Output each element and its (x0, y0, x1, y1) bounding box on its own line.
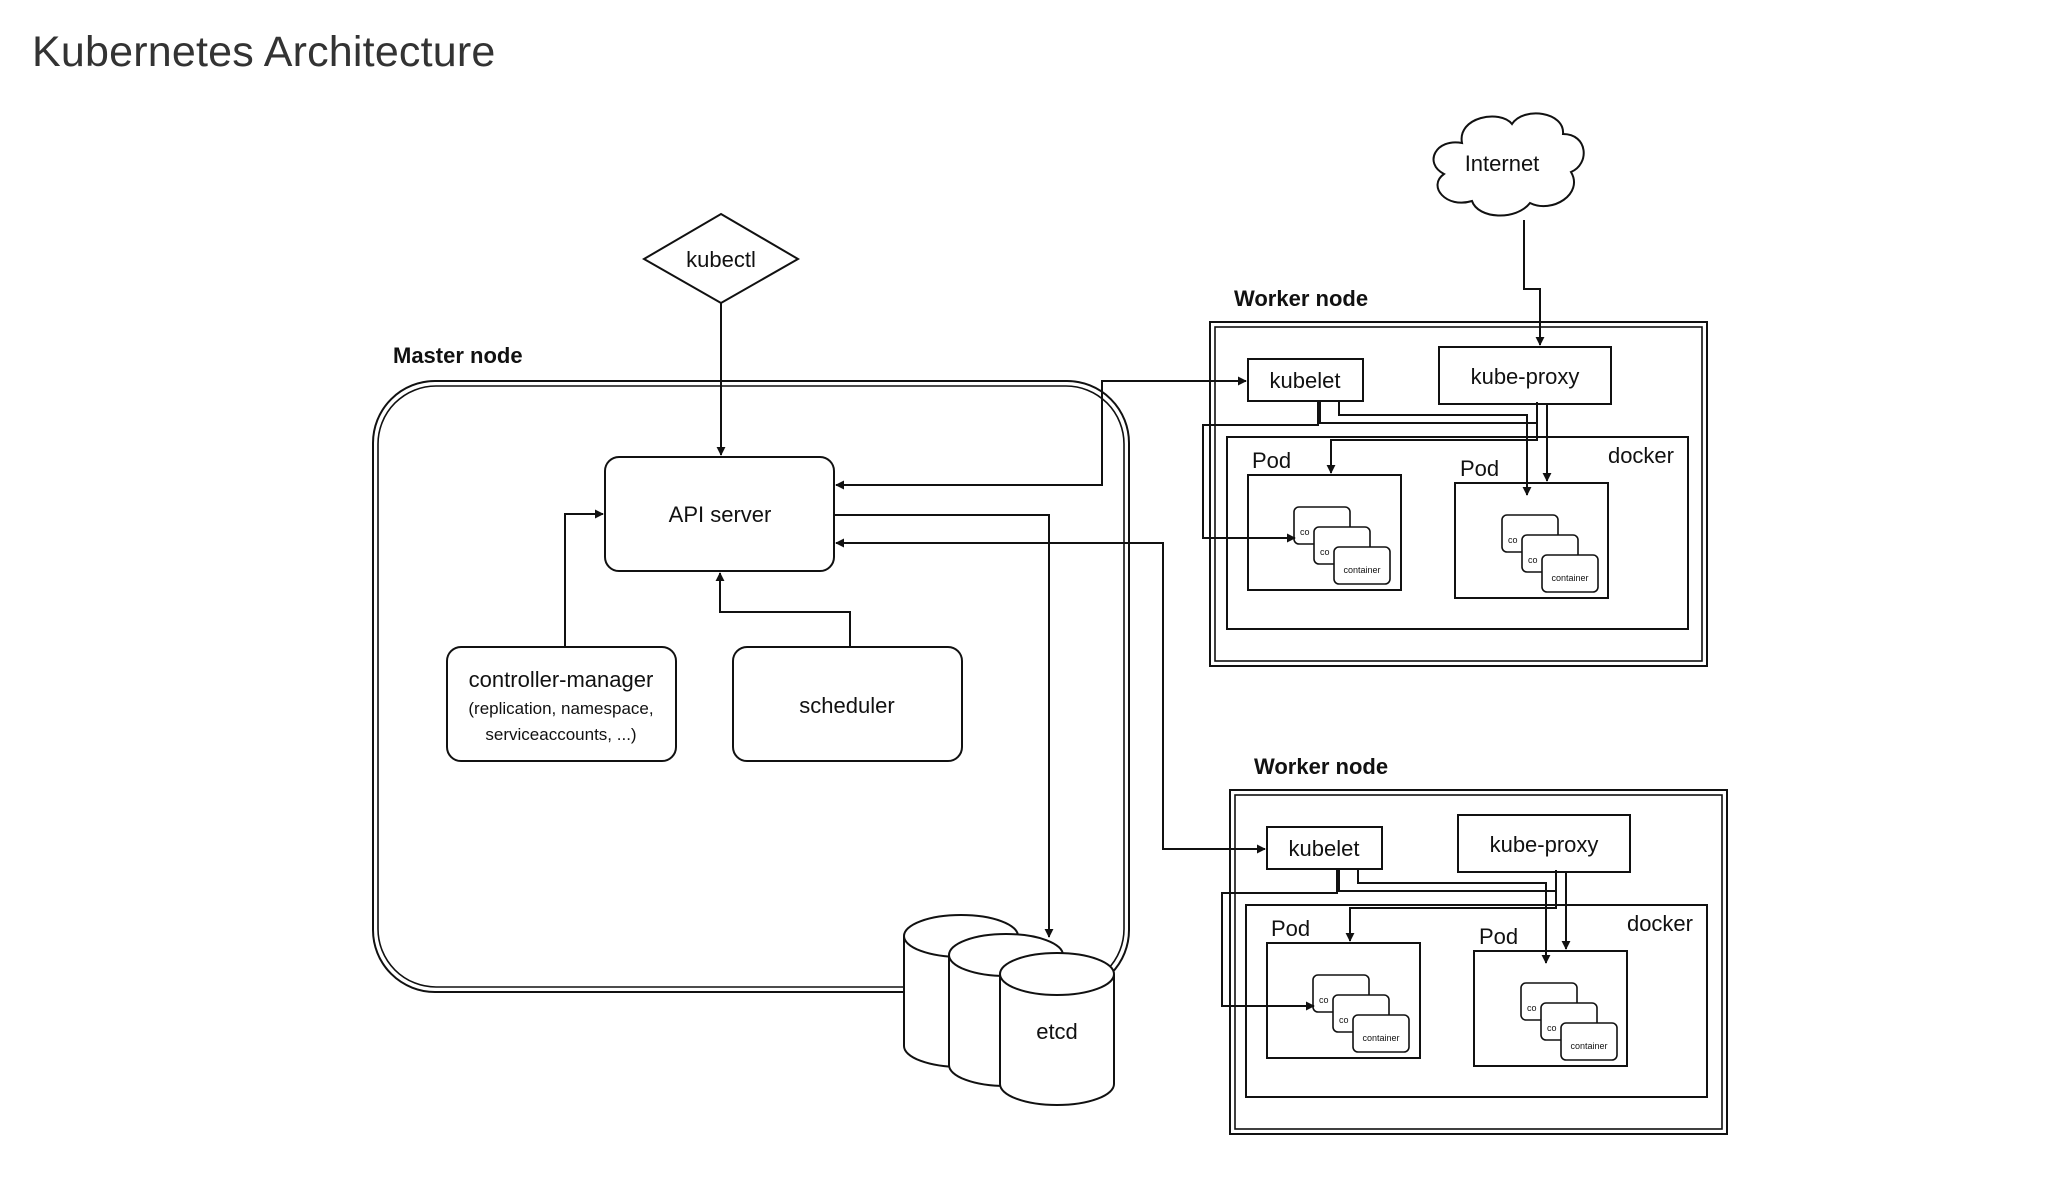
svg-text:container: container (1570, 1041, 1607, 1051)
worker-node-label: Worker node (1254, 754, 1388, 779)
svg-text:co: co (1527, 1003, 1537, 1013)
pod-label: Pod (1271, 916, 1310, 941)
pod-label: Pod (1460, 456, 1499, 481)
svg-text:co: co (1319, 995, 1329, 1005)
kubelet-label: kubelet (1289, 836, 1360, 861)
svg-text:co: co (1508, 535, 1518, 545)
docker-label: docker (1627, 911, 1693, 936)
edge-api-kubelet-2 (835, 538, 1266, 854)
internet-cloud: Internet (1432, 112, 1585, 217)
api-server: API server (604, 456, 835, 572)
api-server-label: API server (669, 502, 772, 527)
controller-manager-subtitle-2: serviceaccounts, ...) (485, 725, 636, 744)
svg-text:co: co (1339, 1015, 1349, 1025)
kube-proxy-label: kube-proxy (1471, 364, 1580, 389)
svg-text:container: container (1551, 573, 1588, 583)
kubelet-label: kubelet (1270, 368, 1341, 393)
internet-label: Internet (1465, 151, 1540, 176)
pod-label: Pod (1252, 448, 1291, 473)
svg-text:co: co (1320, 547, 1330, 557)
master-node-label: Master node (393, 343, 523, 368)
kubectl-node: kubectl (642, 212, 800, 305)
edge-api-kubelet-1 (835, 376, 1247, 490)
master-node: Master node (372, 343, 1130, 993)
svg-text:co: co (1547, 1023, 1557, 1033)
svg-text:co: co (1528, 555, 1538, 565)
scheduler: scheduler (732, 646, 963, 762)
worker-node-label: Worker node (1234, 286, 1368, 311)
svg-text:container: container (1362, 1033, 1399, 1043)
controller-manager-subtitle-1: (replication, namespace, (468, 699, 653, 718)
etcd-cluster: etcd (903, 914, 1115, 1106)
worker-node: Worker node kubelet kube-proxy docker Po… (1229, 754, 1728, 1135)
docker-label: docker (1608, 443, 1674, 468)
pod-label: Pod (1479, 924, 1518, 949)
page-title: Kubernetes Architecture (32, 28, 496, 76)
svg-text:co: co (1300, 527, 1310, 537)
controller-manager: controller-manager (replication, namespa… (446, 646, 677, 762)
edge-internet-proxy (1523, 220, 1545, 346)
controller-manager-label: controller-manager (469, 667, 654, 692)
connectors (564, 220, 1571, 1011)
kube-proxy-label: kube-proxy (1490, 832, 1599, 857)
svg-text:container: container (1343, 565, 1380, 575)
edge-scheduler-api (715, 572, 851, 647)
kubectl-label: kubectl (686, 247, 756, 272)
etcd-label: etcd (1036, 1019, 1078, 1044)
edge-controller-api (564, 509, 604, 647)
worker-node: Worker node kubelet kube-proxy docker Po… (1209, 286, 1708, 667)
scheduler-label: scheduler (799, 693, 894, 718)
